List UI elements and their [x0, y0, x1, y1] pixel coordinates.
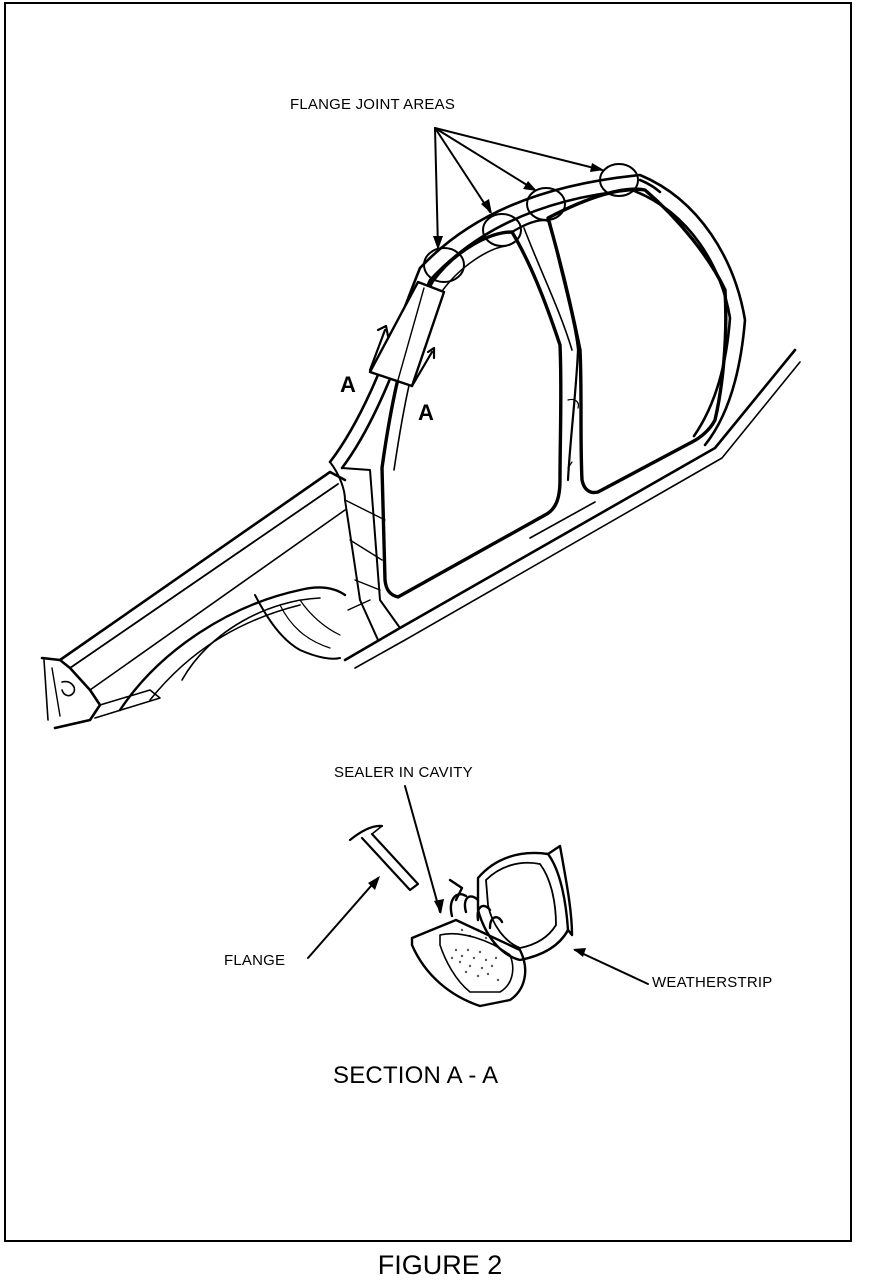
flange-part — [348, 824, 420, 892]
section-leaders — [307, 785, 649, 985]
flange-joint-leaders — [434, 127, 603, 249]
figure-caption: FIGURE 2 — [377, 1250, 503, 1280]
flange-joint-4 — [599, 163, 639, 197]
sealer-stipple — [450, 928, 500, 982]
weatherstrip-segment — [368, 280, 446, 388]
flange-joint-areas-label: FLANGE JOINT AREAS — [290, 96, 456, 113]
flange-joint-3 — [526, 187, 566, 221]
weatherstrip-label: WEATHERSTRIP — [652, 974, 773, 991]
figure-border — [4, 2, 852, 1242]
section-arrow-label-left: A — [340, 372, 357, 397]
car-body-side — [40, 173, 801, 730]
flange-joint-circles — [423, 163, 639, 283]
section-arrow-label-right: A — [418, 400, 435, 425]
sealer-in-cavity-label: SEALER IN CAVITY — [334, 764, 473, 781]
weatherstrip-section — [410, 844, 574, 1008]
section-leader-arrowheads — [368, 876, 586, 957]
flange-joint-2 — [482, 213, 522, 247]
leader-arrowheads — [433, 163, 604, 250]
section-a-arrows — [368, 324, 436, 388]
b-pillar-details — [567, 398, 580, 469]
flange-joint-1 — [423, 247, 465, 283]
section-title: SECTION A - A — [333, 1062, 499, 1089]
flange-label: FLANGE — [224, 952, 286, 969]
